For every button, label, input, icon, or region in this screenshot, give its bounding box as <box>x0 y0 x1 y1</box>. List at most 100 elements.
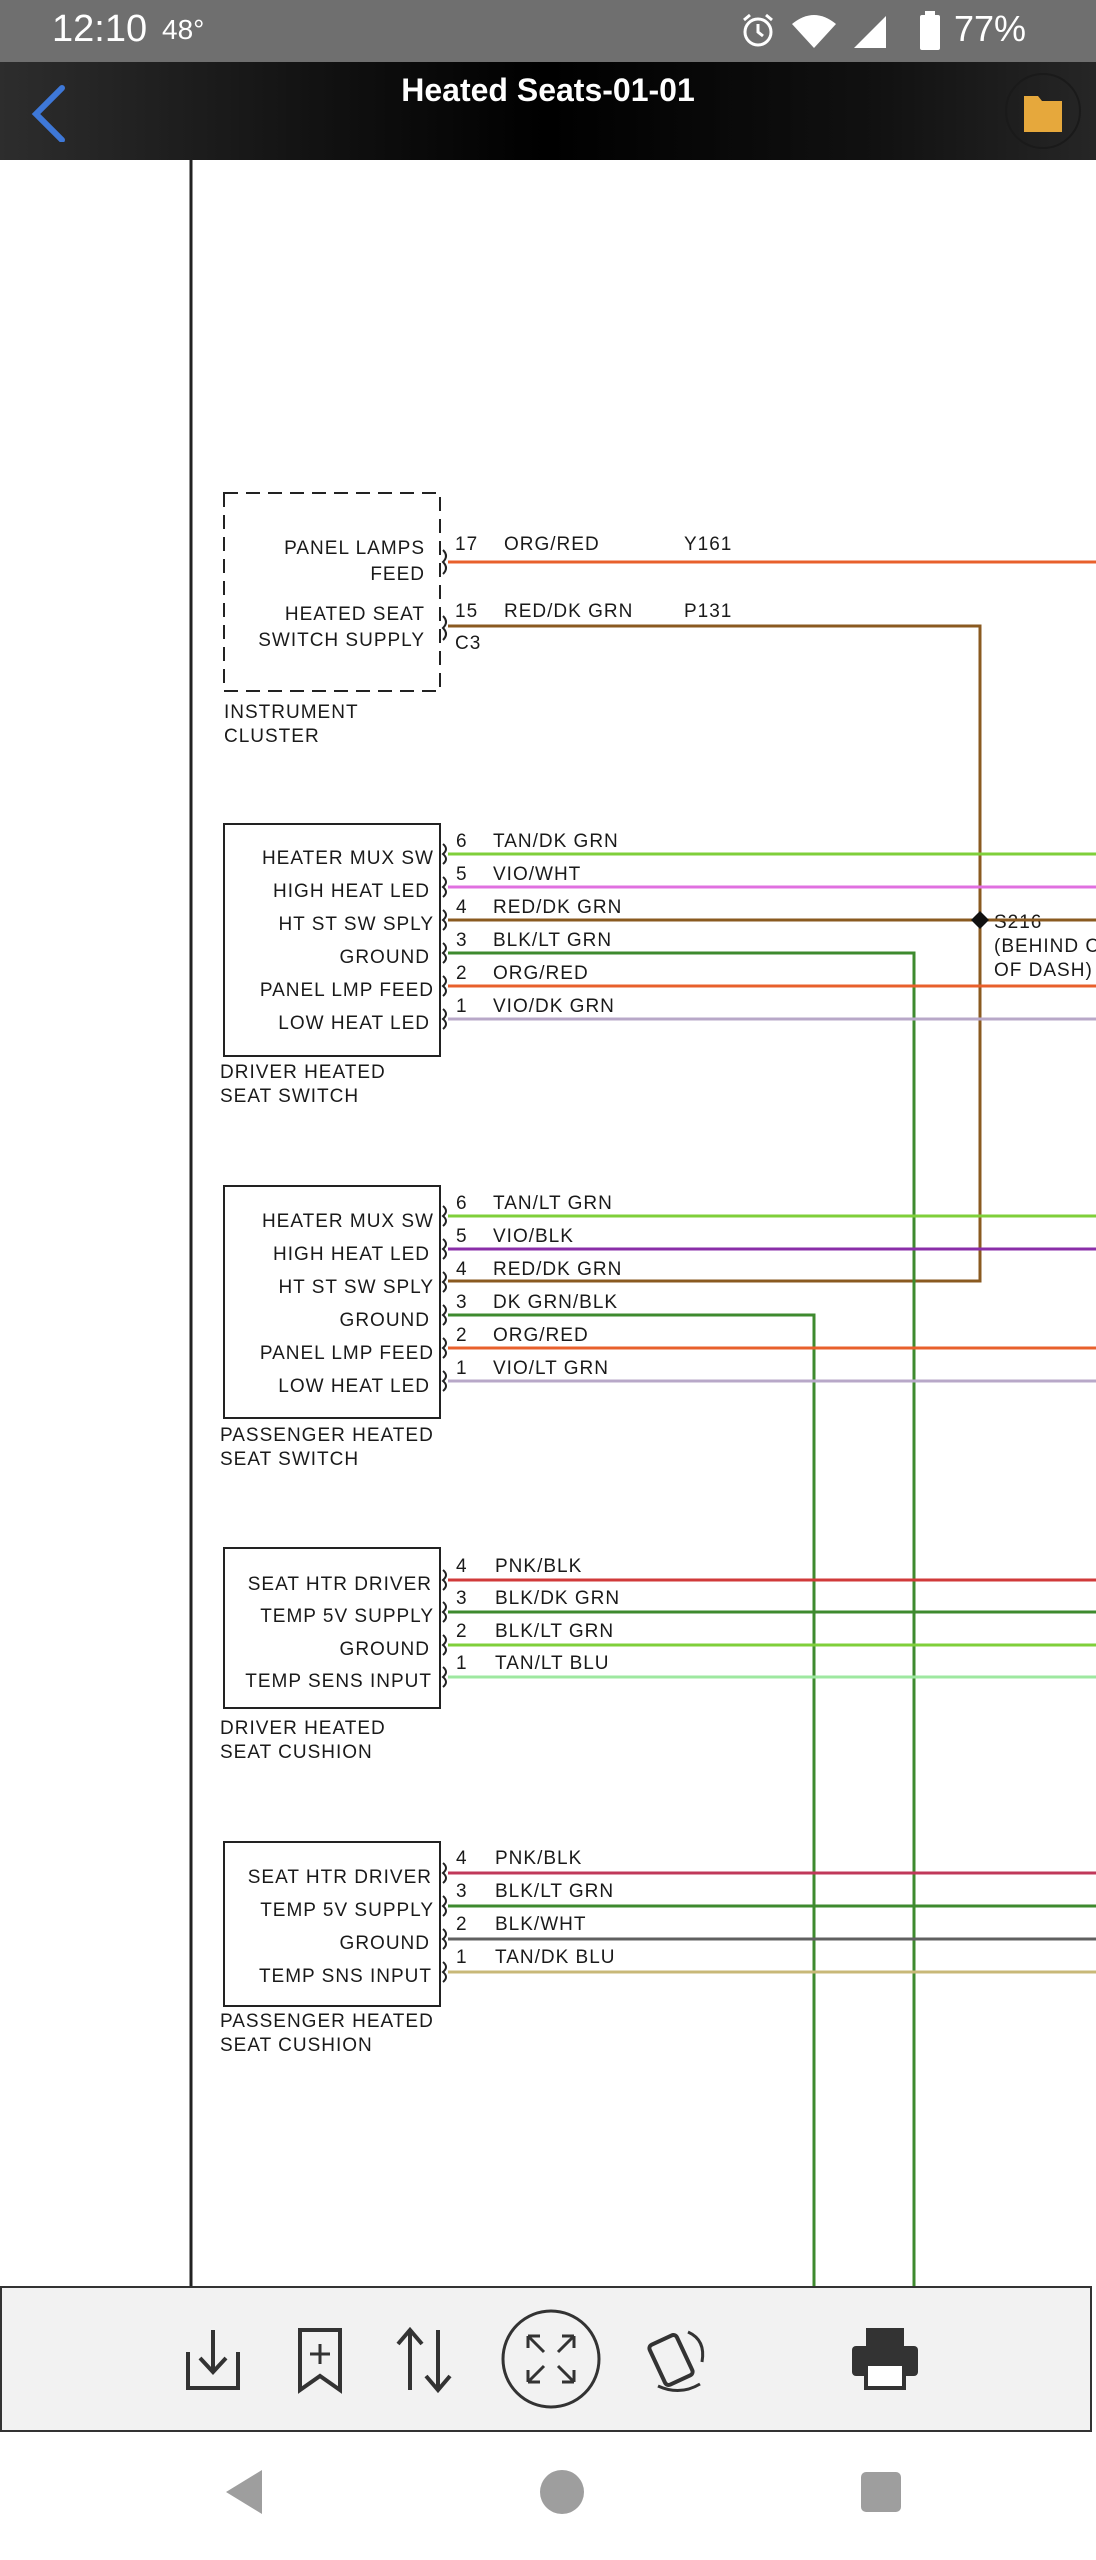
back-triangle-icon[interactable] <box>218 2462 272 2522</box>
wire-dkgrn-blk-ground <box>448 1313 816 2286</box>
wire-color-label: BLK/LT GRN <box>495 1621 614 1642</box>
component-label: SEAT SWITCH <box>220 1449 359 1470</box>
wire-color-label: PNK/BLK <box>495 1556 582 1577</box>
cushion-pin-name: SEAT HTR DRIVER <box>248 1574 432 1595</box>
connector-pin-mark <box>441 1238 447 1260</box>
pin-number: 3 <box>456 930 468 951</box>
connector-pin-mark <box>441 1634 447 1656</box>
cushion-pin-name: TEMP SENS INPUT <box>245 1671 432 1692</box>
title-bar: Heated Seats-01-01 <box>0 62 1096 160</box>
pin-number: 4 <box>456 1848 468 1869</box>
pin-number: 6 <box>456 831 468 852</box>
cushion-pin-name: SEAT HTR DRIVER <box>248 1867 432 1888</box>
switch-pin-name: LOW HEAT LED <box>278 1376 430 1397</box>
connector-pin-mark <box>441 1895 447 1917</box>
alarm-icon <box>743 13 773 47</box>
wire-color-label: ORG/RED <box>493 963 589 984</box>
wire-color-label: BLK/LT GRN <box>495 1881 614 1902</box>
bottom-toolbar <box>0 2286 1092 2432</box>
battery-icon <box>920 11 940 50</box>
component-label: SEAT CUSHION <box>220 1742 373 1763</box>
signal-icon <box>854 16 886 48</box>
splice-note: (BEHIND C <box>994 936 1096 957</box>
home-circle-icon[interactable] <box>534 2462 590 2522</box>
pin-number: 4 <box>456 1259 468 1280</box>
wire-blk-ltgrn-ground <box>448 951 916 2286</box>
pin-number: 2 <box>456 963 468 984</box>
switch-pin-name: HT ST SW SPLY <box>278 1277 434 1298</box>
component-label: PASSENGER HEATED <box>220 2011 434 2032</box>
pin-number: 5 <box>456 864 468 885</box>
wire-color-label: RED/DK GRN <box>493 897 622 918</box>
android-nav-bar <box>0 2432 1096 2560</box>
connector-pin-mark <box>441 1928 447 1950</box>
pin-number: 1 <box>456 1358 468 1379</box>
pin-number: 5 <box>456 1226 468 1247</box>
connector-pin-mark <box>441 1337 447 1359</box>
pin-number: 1 <box>456 1653 468 1674</box>
switch-pin-name: HEATER MUX SW <box>262 848 434 869</box>
connector-pin-mark <box>441 942 447 964</box>
ic-pin-label: FEED <box>370 564 425 585</box>
pin-number: 2 <box>456 1621 468 1642</box>
component-label: DRIVER HEATED <box>220 1062 386 1083</box>
connector-pin-mark <box>441 1666 447 1688</box>
wire-color-label: TAN/LT GRN <box>493 1193 613 1214</box>
pin-number: 4 <box>456 1556 468 1577</box>
wire-color-label: DK GRN/BLK <box>493 1292 618 1313</box>
instrument-cluster: PANEL LAMPS FEED HEATED SEAT SWITCH SUPP… <box>223 492 732 747</box>
switch-pin-name: LOW HEAT LED <box>278 1013 430 1034</box>
splice-id: S216 <box>994 912 1042 933</box>
wire-color-label: RED/DK GRN <box>504 601 633 622</box>
wire-color-label: TAN/LT BLU <box>495 1653 610 1674</box>
cushion-pin-name: GROUND <box>340 1639 430 1660</box>
connector-pin-mark <box>441 975 447 997</box>
wire-color-label: VIO/BLK <box>493 1226 574 1247</box>
print-icon[interactable] <box>840 2314 930 2404</box>
pin-number: 17 <box>455 534 478 555</box>
circuit-id: P131 <box>684 601 732 622</box>
switch-pin-name: HIGH HEAT LED <box>273 1244 430 1265</box>
sort-icon[interactable] <box>380 2314 470 2404</box>
cushion-pin-name: TEMP 5V SUPPLY <box>260 1606 434 1627</box>
wire-red-dkgrn-p131 <box>448 624 982 1283</box>
status-clock: 12:10 <box>52 8 148 50</box>
cushion-pin-name: GROUND <box>340 1933 430 1954</box>
ic-pin-label: SWITCH SUPPLY <box>258 630 425 651</box>
switch-pin-name: GROUND <box>340 947 430 968</box>
pin-number: 3 <box>456 1881 468 1902</box>
ic-pin-label: PANEL LAMPS <box>284 538 425 559</box>
circuit-id: Y161 <box>684 534 732 555</box>
connector-id: C3 <box>455 633 481 654</box>
rotate-icon[interactable] <box>630 2314 720 2404</box>
connector-pin-mark <box>441 1370 447 1392</box>
connector-pin-mark <box>441 1569 447 1591</box>
recents-square-icon[interactable] <box>856 2462 906 2522</box>
folder-icon[interactable] <box>1004 72 1082 150</box>
download-icon[interactable] <box>170 2314 260 2404</box>
switch-pin-name: HIGH HEAT LED <box>273 881 430 902</box>
component-label: INSTRUMENT <box>224 702 359 723</box>
component-label: PASSENGER HEATED <box>220 1425 434 1446</box>
pin-number: 2 <box>456 1914 468 1935</box>
wiring-diagram: PANEL LAMPS FEED HEATED SEAT SWITCH SUPP… <box>0 160 1096 2286</box>
wifi-icon <box>792 15 836 48</box>
connector-pin-mark <box>441 1205 447 1227</box>
fit-screen-icon[interactable] <box>498 2306 604 2412</box>
bookmark-add-icon[interactable] <box>276 2314 366 2404</box>
back-arrow-icon[interactable] <box>22 82 82 142</box>
pin-number: 4 <box>456 897 468 918</box>
wire-color-label: BLK/WHT <box>495 1914 586 1935</box>
driver-seat-switch: HEATER MUX SW HIGH HEAT LED HT ST SW SPL… <box>220 823 622 1107</box>
battery-percent: 77% <box>953 8 1026 49</box>
switch-pin-name: GROUND <box>340 1310 430 1331</box>
connector-pin-mark <box>441 876 447 898</box>
connector-pin-mark <box>441 1304 447 1326</box>
switch-pin-name: HEATER MUX SW <box>262 1211 434 1232</box>
passenger-seat-switch: HEATER MUX SW HIGH HEAT LED HT ST SW SPL… <box>220 1185 621 1470</box>
pin-number: 2 <box>456 1325 468 1346</box>
status-temperature: 48° <box>162 14 205 45</box>
connector-pin-mark <box>441 1601 447 1623</box>
pin-number: 15 <box>455 601 478 622</box>
component-label: SEAT SWITCH <box>220 1086 359 1107</box>
